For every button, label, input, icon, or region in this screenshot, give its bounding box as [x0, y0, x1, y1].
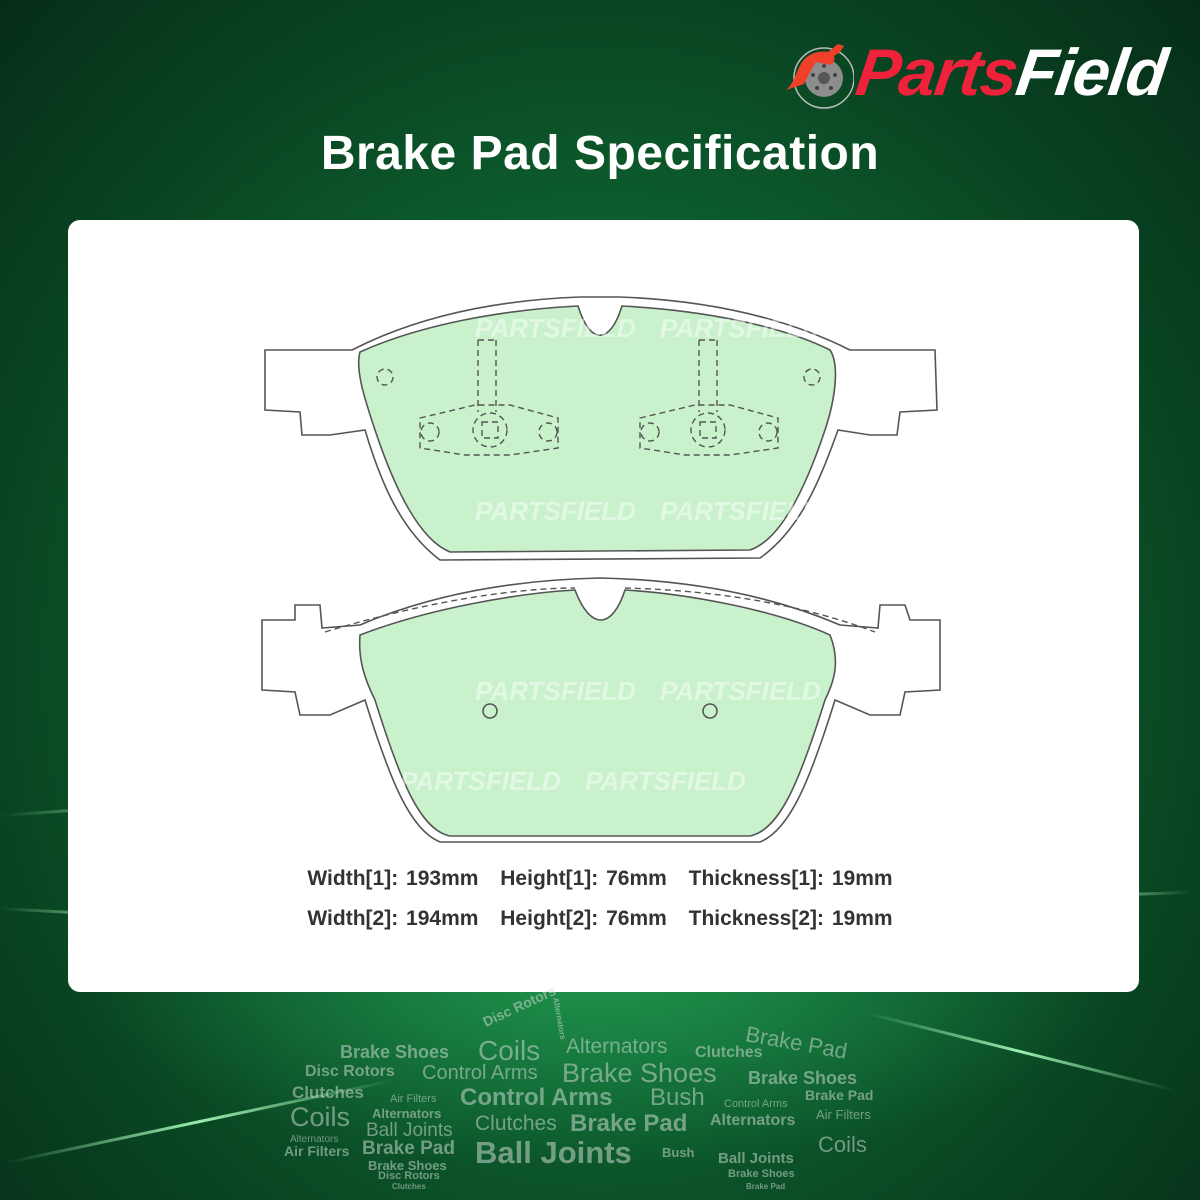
cloud-word: Coils — [818, 1132, 867, 1157]
cloud-word: Control Arms — [724, 1098, 788, 1110]
cloud-word: Control Arms — [422, 1062, 538, 1084]
cloud-word: Ball Joints — [475, 1135, 632, 1170]
cloud-word: Ball Joints — [718, 1150, 794, 1167]
cloud-word: Alternators — [710, 1112, 796, 1129]
cloud-word: Brake Shoes — [748, 1068, 858, 1088]
spec-height-1: Height[1]: 76mm — [500, 867, 667, 890]
cloud-word: Ball Joints — [366, 1120, 453, 1141]
spec-width-2: Width[2]: 194mm — [307, 907, 479, 930]
cloud-word: Air Filters — [390, 1093, 437, 1105]
brand-logo: PartsField — [782, 32, 1171, 112]
cloud-word: Control Arms — [460, 1084, 613, 1111]
cloud-word: Disc Rotors — [378, 1170, 440, 1182]
cloud-word: Bush — [650, 1084, 705, 1111]
spec-width-1: Width[1]: 193mm — [307, 867, 479, 890]
cloud-word: Brake Shoes — [340, 1042, 450, 1062]
cloud-word: Alternators — [290, 1134, 339, 1145]
spec-row-1: Width[1]: 193mm Height[1]: 76mm Thicknes… — [0, 867, 1200, 891]
logo-text-field: Field — [1011, 35, 1172, 109]
cloud-word: Disc Rotors — [305, 1063, 395, 1080]
word-cloud: Disc Rotors Brake Shoes Coils Alternator… — [280, 982, 900, 1191]
cloud-word: Alternators — [551, 996, 568, 1041]
kangaroo-brake-disc-icon — [786, 44, 855, 109]
cloud-word: Alternators — [372, 1106, 442, 1121]
cloud-word: Brake Shoes — [728, 1168, 795, 1180]
cloud-word: Air Filters — [284, 1143, 350, 1159]
spec-height-2: Height[2]: 76mm — [500, 907, 667, 930]
cloud-word: Clutches — [292, 1083, 364, 1102]
cloud-word: Brake Shoes — [368, 1158, 447, 1173]
cloud-word: Coils — [290, 1102, 351, 1132]
cloud-word: Brake Pad — [570, 1110, 688, 1137]
cloud-word: Brake Pad — [746, 1182, 786, 1191]
cloud-word: Brake Pad — [362, 1138, 455, 1159]
cloud-word: Clutches — [475, 1112, 557, 1135]
cloud-word: Air Filters — [816, 1107, 871, 1122]
cloud-word: Clutches — [392, 1182, 426, 1191]
cloud-word: Brake Shoes — [562, 1058, 717, 1088]
brand-wordmark: PartsField — [851, 32, 1172, 112]
spec-thickness-1: Thickness[1]: 19mm — [688, 867, 893, 890]
logo-text-parts: Parts — [851, 35, 1023, 109]
cloud-word: Alternators — [566, 1035, 668, 1058]
page-title: Brake Pad Specification — [320, 127, 880, 180]
cloud-word: Bush — [662, 1145, 695, 1160]
cloud-word: Brake Pad — [805, 1087, 874, 1103]
spec-thickness-2: Thickness[2]: 19mm — [688, 907, 893, 930]
cloud-word: Clutches — [695, 1044, 763, 1061]
cloud-word: Disc Rotors — [480, 982, 559, 1030]
spec-row-2: Width[2]: 194mm Height[2]: 76mm Thicknes… — [0, 907, 1200, 931]
cloud-word: Coils — [478, 1035, 541, 1066]
